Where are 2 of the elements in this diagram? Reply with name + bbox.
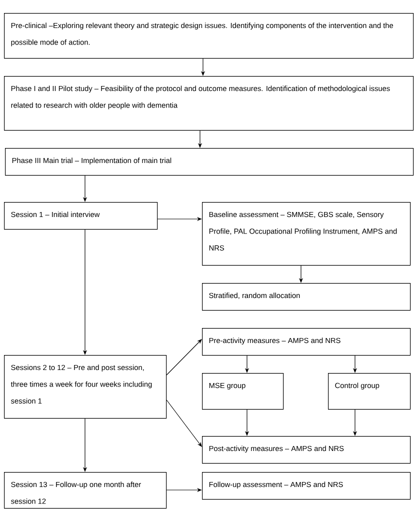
- arrow: [166, 400, 202, 447]
- arrow: [166, 339, 202, 376]
